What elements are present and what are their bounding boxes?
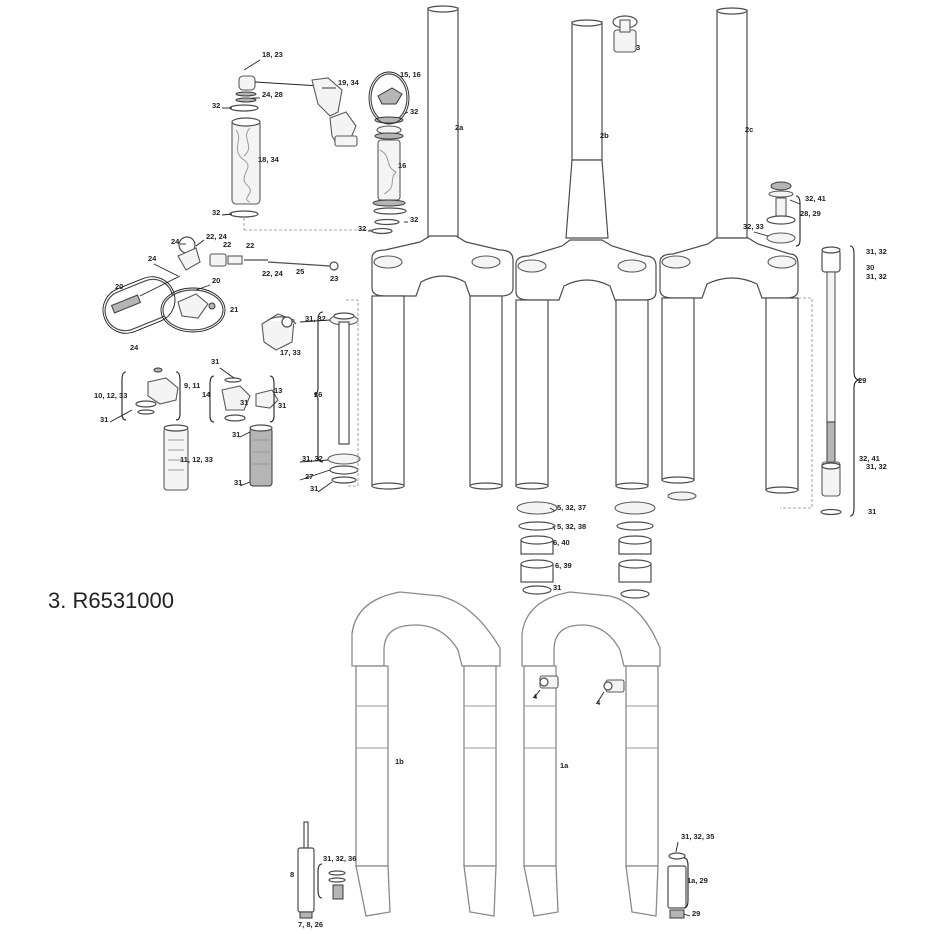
callout-label: 31, 32, 36 [323,854,356,863]
callout-label: 29 [858,376,866,385]
callout-label: 31 [211,357,219,366]
callout-label: 18, 23 [262,50,283,59]
callout-label: 17, 33 [280,348,301,357]
callout-label: 22 [246,241,254,250]
callout-label: 15, 16 [400,70,421,79]
callout-label: 31 [310,484,318,493]
callout-label: 31, 32 [305,314,326,323]
callout-label: 8 [290,870,294,879]
callout-label: 30 [866,263,874,272]
part-number-caption: 3. R6531000 [48,588,174,613]
callout-label: 25 [296,267,304,276]
callout-label: 31, 32 [866,462,887,471]
callout-label: 31 [278,401,286,410]
callout-label: 24, 28 [262,90,283,99]
callout-label: 13 [274,386,282,395]
callout-label: 9, 11 [184,381,200,390]
crown-steerer-assembly-2c [659,7,799,501]
damper-valve-stacks [135,367,279,491]
crown-steerer-assembly-2b [515,19,657,490]
lower-leg-1b [351,591,501,917]
callout-label: 11, 12, 33 [180,455,213,464]
seal-bushing-stack [516,501,656,599]
callout-label: 2b [600,131,609,140]
callout-label: 19, 34 [338,78,360,87]
callout-label: 32 [410,215,418,224]
leader-lines [109,59,801,917]
callout-label: 2a [455,123,464,132]
callout-label: 1b [395,757,404,766]
callout-label: 3 [636,43,640,52]
callout-label: 31, 32 [866,272,887,281]
callout-label: 1a [560,761,569,770]
callout-label: 18, 34 [258,155,280,164]
callout-label: 6, 40 [553,538,570,547]
callout-label: 31, 32, 35 [681,832,714,841]
callout-label: 5, 32, 37 [557,503,586,512]
callout-label: 4 [533,692,538,701]
lower-leg-1a [521,591,661,917]
callout-label: 5, 32, 38 [557,522,586,531]
callout-label: 21 [230,305,238,314]
callout-label: 32 [410,107,418,116]
callout-label: 31 [868,507,876,516]
callout-label: 22, 24 [262,269,284,278]
callout-label: 20 [212,276,220,285]
callout-label: 24 [171,237,180,246]
callout-label: 7, 8, 26 [298,920,323,929]
callout-label: 31 [240,398,248,407]
shaft-part-26 [327,299,361,487]
callout-label: 1a, 29 [687,876,708,885]
callout-label: 16 [398,161,406,170]
damper-cartridge-assembly [229,75,380,231]
callout-label: 28, 29 [800,209,821,218]
clamp-part-17-33 [261,313,297,351]
callout-label: 31 [234,478,242,487]
callout-label: 32 [358,224,366,233]
callout-label: 14 [202,390,211,399]
callout-label: 4 [596,698,601,707]
top-cap-part-3 [612,15,638,53]
callout-label: 32 [212,208,220,217]
callout-label: 31, 32 [302,454,323,463]
callout-label: 24 [130,343,139,352]
callout-label: 22, 24 [206,232,228,241]
callout-label: 2c [745,125,753,134]
remote-lever-assembly [104,236,339,332]
callout-label: 32, 41 [859,454,880,463]
callout-label: 23 [330,274,338,283]
compression-damper-stack [370,73,408,235]
crown-steerer-assembly-2a [371,5,514,490]
callout-label: 31, 32 [866,247,887,256]
callout-label: 24 [148,254,157,263]
callout-label: 22 [223,240,231,249]
callout-label: 10, 12, 33 [94,391,127,400]
bottom-out-part-1a-29 [667,852,687,919]
callout-label: 31 [100,415,108,424]
callout-label: 26 [314,390,322,399]
air-spring-assembly [766,181,842,516]
callout-label: 27 [305,472,313,481]
callout-label: 29 [692,909,700,918]
callout-label: 31 [553,583,561,592]
bracket-braces [102,71,861,909]
callout-label: 20 [115,282,123,291]
shock-pump-part-8 [297,821,346,919]
callout-label: 32, 33 [743,222,764,231]
callout-label: 31 [232,430,240,439]
callout-label: 32 [212,101,220,110]
callout-label: 6, 39 [555,561,572,570]
callout-label: 32, 41 [805,194,826,203]
